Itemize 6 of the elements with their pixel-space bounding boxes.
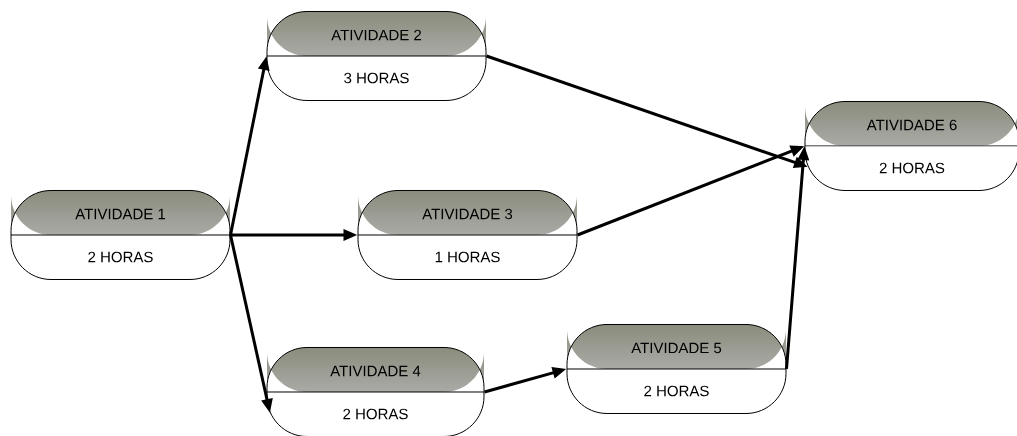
activity-box: ATIVIDADE 4 2 HORAS (266, 347, 485, 436)
activity-box: ATIVIDADE 1 2 HORAS (10, 190, 231, 280)
activity-box: ATIVIDADE 2 3 HORAS (266, 11, 487, 101)
activity-box: ATIVIDADE 5 2 HORAS (566, 324, 787, 414)
activity-box: ATIVIDADE 6 2 HORAS (804, 101, 1017, 191)
activity-box: ATIVIDADE 3 1 HORAS (357, 190, 578, 280)
